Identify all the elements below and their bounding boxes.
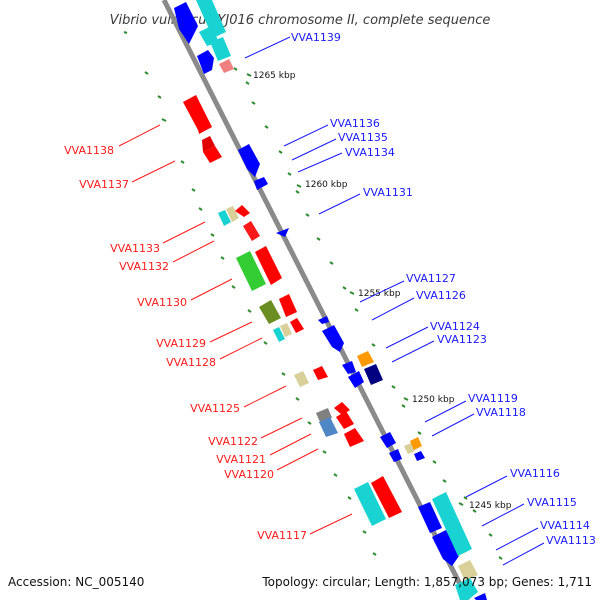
chromosome-backbone [161,0,471,600]
gene-arrow-top-a [174,2,198,44]
gene-arrow-vva1120 [344,428,364,447]
gene-block-vva1125 [294,371,309,387]
gene-label: VVA1134 [345,146,395,159]
gene-arrow-vva1116 [418,502,442,533]
gene-label: VVA1131 [363,186,413,199]
gene-block-vva1114 [458,560,478,581]
gene-arrow-vva1130b [255,246,282,285]
gene-block-tan-2 [280,323,292,337]
gene-arrow-vva1115 [432,530,459,566]
gene-block-top-cyan [196,0,226,38]
gene-arrow-vva1131 [276,228,289,237]
gene-block-orange-2 [410,437,422,450]
gene-arrow-vva1121 [334,402,350,415]
gene-block-vva1130 [236,251,266,291]
gene-block-vva1128 [273,327,285,342]
gene-label: VVA1132 [119,260,169,273]
gene-arrow-vva1129 [279,294,297,317]
gene-arrow-vva1134 [254,177,268,190]
gene-arrow-vva1132 [243,221,260,241]
kbp-tick [458,502,464,506]
gene-block-vva1124 [357,351,374,367]
gene-arrow-vva1136 [238,144,260,177]
kbp-tick [296,184,302,188]
gene-block-vva1139b [210,37,231,61]
gene-label: VVA1129 [156,337,206,350]
kbp-tick [349,291,355,295]
gene-label: VVA1120 [224,468,274,481]
gene-label: VVA1126 [416,289,466,302]
gene-label: VVA1117 [257,529,307,542]
gene-label: VVA1137 [79,178,129,191]
gene-arrow-vva1113 [474,593,487,600]
gene-label: VVA1114 [540,519,590,532]
gene-label: VVA1133 [110,242,160,255]
gene-arrow-vva1133 [235,205,250,217]
gene-arrow-vva1124c [348,371,364,388]
genome-summary-text: Topology: circular; Length: 1,857,073 bp… [261,575,592,589]
gene-arrow-vva1119 [380,432,396,448]
gene-label: VVA1128 [166,356,216,369]
gene-label: VVA1118 [476,406,526,419]
kbp-label: 1265 kbp [253,71,296,81]
gene-label: VVA1125 [190,402,240,415]
kbp-tick [403,397,409,401]
kbp-label: 1250 kbp [412,395,455,405]
gene-arrow-vva1138 [183,95,212,134]
gene-block-tan [226,206,239,222]
gene-label: VVA1130 [137,296,187,309]
tick-marks-right [233,67,503,560]
map-title: Vibrio vulnificus YJ016 chromosome II, c… [110,13,491,28]
gene-block-vva1117 [354,482,386,526]
kbp-label: 1245 kbp [469,501,512,511]
gene-arrow-vva1137-head [202,136,215,152]
gene-label: VVA1113 [546,534,596,547]
tick-marks-left [123,31,377,556]
gene-label: VVA1139 [291,31,341,44]
gene-label: VVA1121 [216,453,266,466]
gene-label: VVA1136 [330,117,380,130]
gene-label: VVA1119 [468,392,518,405]
gene-block-vva1123 [364,364,383,385]
gene-arrow-vva1125 [313,366,328,380]
gene-block-pink [219,59,234,73]
gene-label: VVA1138 [64,144,114,157]
gene-arrow-vva1118 [389,449,402,462]
kbp-scale: 1265 kbp 1260 kbp 1255 kbp 1250 kbp 1245… [246,71,512,511]
gene-arrow-vva1128 [290,318,304,333]
gene-block-vva1113 [455,578,478,600]
gene-arrow-vva1117 [371,476,402,518]
gene-label: VVA1116 [510,467,560,480]
gene-arrow-vva1127 [318,316,329,324]
forward-genes [174,0,487,600]
kbp-label: 1255 kbp [358,289,401,299]
gene-block-olive [259,300,281,324]
gene-label: VVA1122 [208,435,258,448]
reverse-genes [183,95,402,526]
gene-label: VVA1123 [437,333,487,346]
reverse-labels: VVA1138 VVA1137 VVA1133 VVA1132 VVA1130 … [64,124,353,542]
gene-block-vva1122 [319,417,338,437]
kbp-tick [246,73,252,77]
gene-arrow-vva1126 [322,325,344,352]
forward-labels: VVA1139 VVA1136 VVA1135 VVA1134 VVA1131 … [244,31,596,566]
gene-arrow-vva1139 [197,50,214,74]
gene-block-vva1116 [432,492,472,556]
accession-text: Accession: NC_005140 [8,575,144,589]
gene-label: VVA1127 [406,272,456,285]
gene-arrow-vva1121b [336,411,354,429]
gene-arrow-vva1118b [414,451,425,461]
gene-block-cyan [218,210,231,226]
gene-label: VVA1135 [338,131,388,144]
gene-arrow-vva1124b [342,361,356,374]
gene-label: VVA1115 [527,496,577,509]
kbp-label: 1260 kbp [305,180,348,190]
gene-arrow-vva1137 [203,146,222,163]
gene-label: VVA1124 [430,320,480,333]
